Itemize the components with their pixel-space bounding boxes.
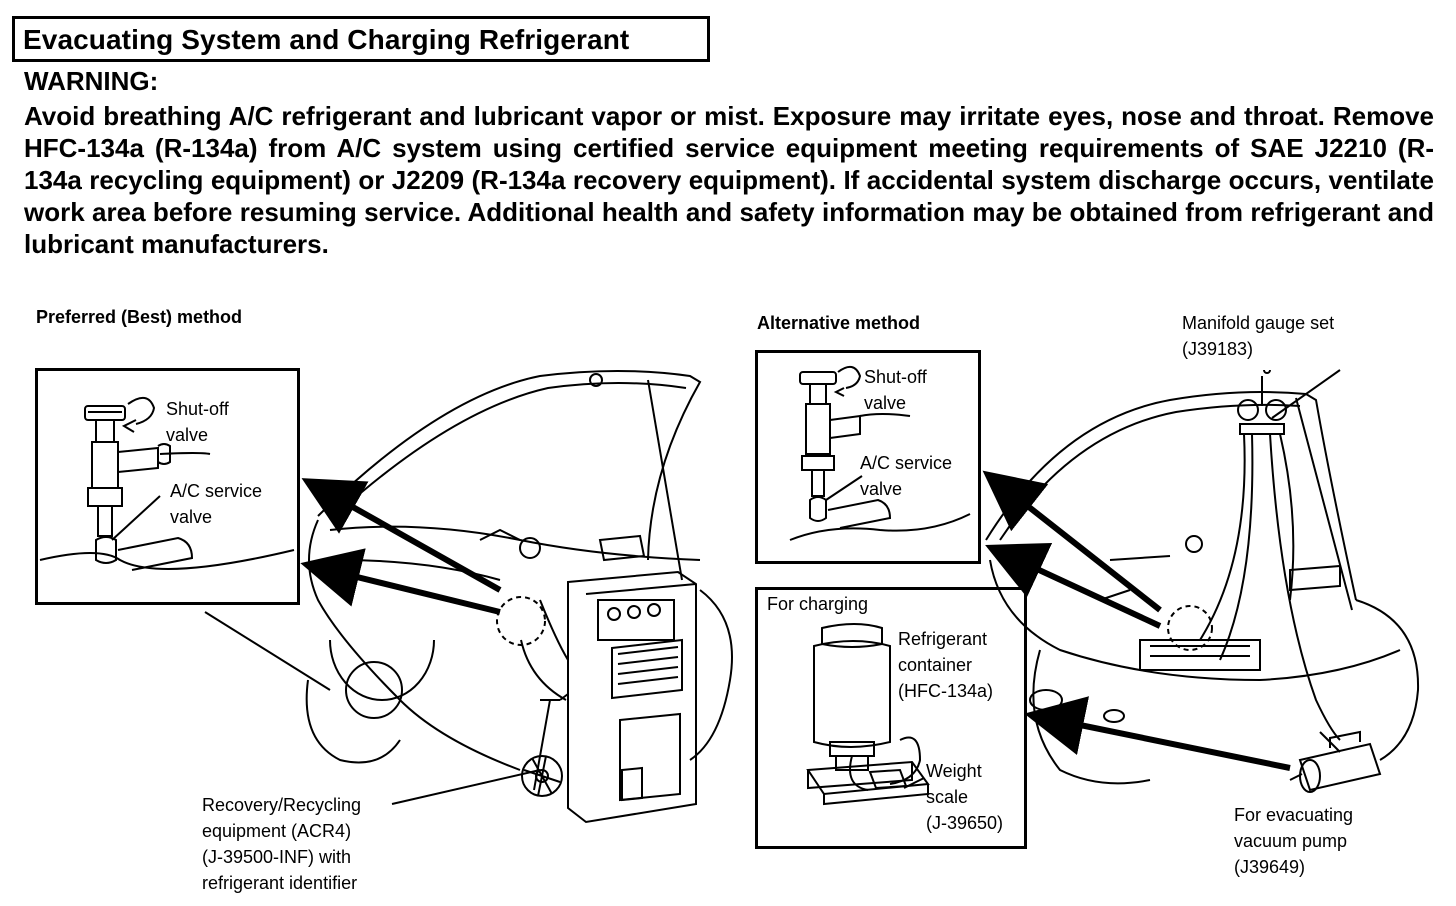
preferred-service-valve-label: A/C service valve: [170, 481, 263, 527]
preferred-arrow-lower: [300, 548, 501, 615]
recovery-equipment-label: Recovery/Recycling equipment (ACR4) (J-3…: [202, 795, 362, 893]
vacuum-pump-label: For evacuating vacuum pump (J39649): [1234, 805, 1354, 877]
title-box: Evacuating System and Charging Refrigera…: [12, 16, 710, 62]
manifold-gauge-set-label: Manifold gauge set (J39183): [1182, 313, 1335, 359]
preferred-shutoff-valve-label: Shut-off valve: [166, 399, 229, 445]
alternative-shutoff-valve-label: Shut-off valve: [864, 367, 927, 413]
right-car-illustration: [985, 391, 1420, 785]
alternative-method-heading: Alternative method: [757, 313, 921, 333]
vacuum-pump-illustration: [1289, 730, 1382, 793]
charging-heading: For charging: [767, 594, 869, 614]
charging-arrow: [1024, 696, 1291, 771]
refrigerant-container-illustration: [806, 623, 930, 806]
preferred-method-heading: Preferred (Best) method: [36, 307, 243, 327]
preferred-valve-detail-box: [35, 368, 300, 605]
warning-text: Avoid breathing A/C refrigerant and lubr…: [24, 101, 1434, 259]
alternative-valve-detail-box: [755, 350, 981, 564]
alternative-valve-illustration: [789, 365, 971, 541]
page-title: Evacuating System and Charging Refrigera…: [23, 24, 630, 55]
preferred-arrow-upper: [301, 478, 502, 593]
alternative-arrow-upper: [982, 470, 1162, 613]
alternative-arrow-lower: [985, 542, 1162, 629]
preferred-valve-illustration: [39, 397, 295, 571]
alternative-service-valve-label: A/C service valve: [860, 453, 953, 499]
warning-heading: WARNING:: [24, 66, 159, 96]
manifold-gauge-set-illustration: [1199, 369, 1341, 741]
weight-scale-label: Weight scale (J-39650): [926, 761, 1004, 833]
refrigerant-container-label: Refrigerant container (HFC-134a): [898, 629, 994, 701]
recovery-equipment-illustration: [391, 570, 697, 824]
